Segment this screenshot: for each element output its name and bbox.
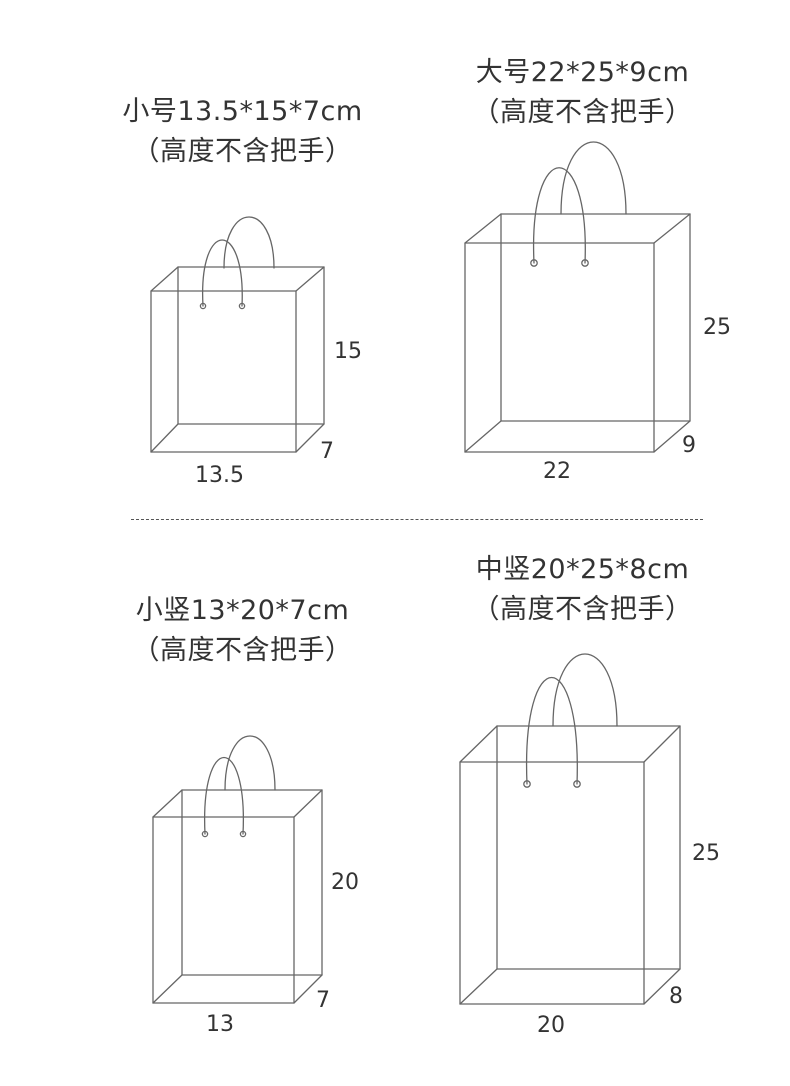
bag-medium-vertical-handle-front [525, 677, 578, 785]
large-height-label: 25 [703, 315, 731, 340]
title-small-note: （高度不含把手） [132, 136, 353, 167]
bag-small-vertical-back-face [181, 789, 323, 976]
large-width-label: 22 [543, 459, 571, 484]
small-depth-label: 7 [320, 439, 334, 464]
bag-small-vertical-handle-back [224, 735, 276, 791]
bag-medium-vertical-depth-edges [459, 725, 681, 1005]
bag-medium-vertical-handle-back [552, 653, 618, 727]
title-small-vertical: 小竖13*20*7cm （高度不含把手） [115, 591, 370, 671]
bag-small-drawing [150, 216, 325, 453]
title-large: 大号22*25*9cm （高度不含把手） [455, 53, 710, 133]
bag-small-handle-back [223, 216, 275, 269]
medium-vertical-depth-label: 8 [669, 984, 683, 1009]
title-medium-vertical: 中竖20*25*8cm （高度不含把手） [455, 550, 710, 630]
bag-large-drawing [464, 141, 691, 453]
small-width-label: 13.5 [195, 463, 244, 488]
bag-large-handle-front [532, 167, 586, 264]
small-vertical-width-label: 13 [206, 1012, 234, 1037]
title-small-vertical-note: （高度不含把手） [132, 635, 353, 666]
bag-large-eyelet-right [581, 259, 589, 267]
bag-small-vertical-eyelet-right [239, 830, 247, 838]
title-medium-vertical-note: （高度不含把手） [472, 594, 693, 625]
bag-large-handle-back [560, 141, 627, 215]
bag-small-front-face [150, 290, 297, 453]
bag-small-eyelet-right [238, 302, 246, 310]
bag-small-eyelet-left [199, 302, 207, 310]
small-height-label: 15 [334, 339, 362, 364]
bag-medium-vertical-eyelet-left [523, 780, 531, 788]
bag-large-back-face [500, 213, 691, 422]
bag-small-handle-front [202, 239, 243, 307]
small-vertical-height-label: 20 [331, 870, 359, 895]
bag-large-depth-edges [464, 213, 691, 453]
title-medium-vertical-size: 中竖20*25*8cm [475, 554, 690, 585]
title-small-size: 小号13.5*15*7cm [122, 96, 363, 127]
dashed-divider [131, 519, 703, 520]
title-small-vertical-size: 小竖13*20*7cm [135, 595, 350, 626]
title-small: 小号13.5*15*7cm （高度不含把手） [110, 92, 375, 172]
bag-small-vertical-eyelet-left [201, 830, 209, 838]
bag-large-eyelet-left [530, 259, 538, 267]
title-large-note: （高度不含把手） [472, 97, 693, 128]
bag-small-vertical-depth-edges [152, 789, 323, 1004]
bag-small-vertical-handle-front [204, 756, 244, 835]
medium-vertical-width-label: 20 [537, 1013, 565, 1038]
bag-medium-vertical-eyelet-right [573, 780, 581, 788]
title-large-size: 大号22*25*9cm [475, 57, 690, 88]
bag-small-vertical-drawing [152, 735, 323, 1004]
bag-medium-vertical-drawing [459, 653, 681, 1005]
small-vertical-depth-label: 7 [316, 988, 330, 1013]
large-depth-label: 9 [682, 433, 696, 458]
medium-vertical-height-label: 25 [692, 841, 720, 866]
bag-small-depth-edges [150, 266, 325, 453]
bag-medium-vertical-front-face [459, 761, 645, 1005]
